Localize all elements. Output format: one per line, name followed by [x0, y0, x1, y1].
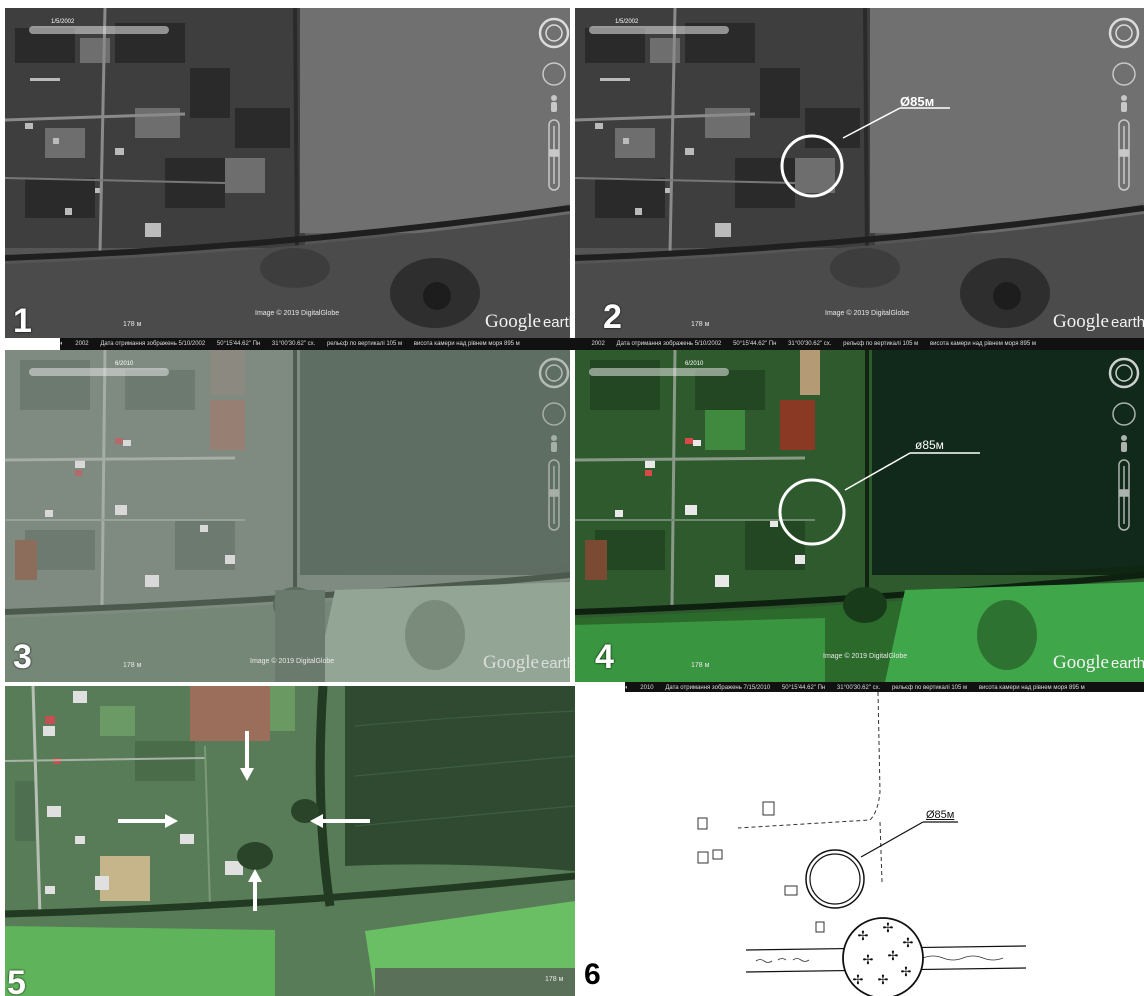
satellite-image-3: [5, 350, 570, 682]
svg-text:✢: ✢: [903, 936, 914, 951]
image-credit: Image © 2019 DigitalGlobe: [825, 310, 910, 317]
satellite-image-4: [575, 350, 1144, 682]
svg-text:✢: ✢: [901, 965, 912, 980]
panel-number: 4: [595, 638, 614, 676]
feature-circle-inner: [809, 853, 861, 905]
arrow-icon: [240, 731, 254, 781]
arrow-icon: [310, 814, 370, 828]
image-credit: Image © 2019 DigitalGlobe: [250, 658, 335, 665]
map-panel-3: 6/2010 3 178 м Image © 2019 DigitalGlobe…: [5, 350, 570, 682]
satellite-image-1: [5, 8, 570, 338]
arrow-icon: [248, 869, 262, 911]
tree-symbols: ✢✢✢ ✢✢✢ ✢✢: [853, 921, 914, 988]
svg-text:✢: ✢: [878, 973, 889, 988]
svg-text:✢: ✢: [853, 973, 864, 988]
map-panel-4: ø85м 6/2010 4 178 м Image © 2019 Digital…: [575, 350, 1144, 682]
status-bar-2002: ◐ 2002 Дата отримання зображень 5/10/200…: [60, 338, 1144, 350]
feature-circle: [778, 478, 846, 546]
arrow-icon: [118, 814, 178, 828]
leader-line: [842, 107, 901, 139]
diameter-label: Ø85м: [926, 809, 955, 821]
time-slider[interactable]: [29, 26, 169, 34]
time-slider-date: 6/2010: [115, 361, 134, 367]
panel-number: 1: [13, 302, 32, 338]
panel-number: 3: [13, 638, 32, 676]
svg-text:✢: ✢: [858, 929, 869, 944]
scale-label: 178 м: [545, 976, 564, 983]
scale-label: 178 м: [691, 321, 710, 328]
schematic-drawing: ✢✢✢ ✢✢✢ ✢✢: [697, 692, 1027, 996]
navigation-controls[interactable]: [537, 356, 570, 536]
zoom-slider-icon: [1118, 459, 1130, 531]
zoom-slider-icon: [548, 119, 560, 191]
map-panel-2: Ø85м 1/5/2002 2 178 м Image © 2019 Digit…: [575, 8, 1144, 338]
time-slider-date: 1/5/2002: [51, 19, 75, 25]
dashed-road: [737, 692, 881, 829]
map-panel-1: 1/5/2002 1 178 м Image © 2019 DigitalGlo…: [5, 8, 570, 338]
zoom-slider-icon: [1118, 119, 1130, 191]
satellite-image-5: [5, 686, 575, 996]
diameter-label: Ø85м: [900, 94, 935, 109]
map-panel-5: 5 178 м: [5, 686, 575, 996]
panel-number: 2: [603, 298, 622, 336]
navigation-controls[interactable]: [1107, 16, 1141, 196]
scale-label: 178 м: [123, 662, 142, 669]
globe-icon: ◐: [625, 685, 629, 691]
look-joystick-icon: [1112, 402, 1136, 426]
look-joystick-icon: [542, 62, 566, 86]
globe-icon: ◐: [60, 341, 64, 347]
satellite-image-2: [575, 8, 1144, 338]
look-joystick-icon: [1112, 62, 1136, 86]
panel-number: 6: [584, 958, 601, 991]
street-view-person-icon: [551, 435, 557, 452]
diameter-label: ø85м: [915, 438, 944, 452]
leader-line: [844, 452, 911, 491]
scale-label: 178 м: [691, 662, 710, 669]
scale-label: 178 м: [123, 321, 142, 328]
building-outlines: [697, 801, 825, 933]
svg-text:✢: ✢: [863, 953, 874, 968]
time-slider-date: 1/5/2002: [615, 19, 639, 25]
tree-circle: [842, 917, 924, 996]
navigation-controls[interactable]: [537, 16, 570, 196]
image-credit: Image © 2019 DigitalGlobe: [823, 653, 908, 660]
svg-text:✢: ✢: [888, 949, 899, 964]
street-view-person-icon: [1121, 95, 1127, 112]
status-bar-2010: ◐ 2010 Дата отримання зображень 7/15/201…: [625, 682, 1144, 694]
navigation-ring-icon: [538, 357, 570, 389]
sketch-panel-6: ✢✢✢ ✢✢✢ ✢✢ Ø85м 6: [578, 692, 1144, 996]
navigation-controls[interactable]: [1107, 356, 1141, 536]
time-slider[interactable]: [29, 368, 169, 376]
dashed-road: [879, 821, 883, 883]
time-slider[interactable]: [589, 26, 729, 34]
leader-line: [860, 821, 924, 858]
feature-circle: [805, 849, 865, 909]
panel-number: 5: [7, 964, 26, 996]
image-credit: Image © 2019 DigitalGlobe: [255, 310, 340, 317]
svg-text:✢: ✢: [883, 921, 894, 936]
time-slider[interactable]: [589, 368, 729, 376]
navigation-ring-icon: [538, 17, 570, 49]
feature-circle: [780, 134, 844, 198]
navigation-ring-icon: [1108, 357, 1140, 389]
look-joystick-icon: [542, 402, 566, 426]
navigation-ring-icon: [1108, 17, 1140, 49]
street-view-person-icon: [551, 95, 557, 112]
time-slider-date: 6/2010: [685, 361, 704, 367]
zoom-slider-icon: [548, 459, 560, 531]
street-view-person-icon: [1121, 435, 1127, 452]
